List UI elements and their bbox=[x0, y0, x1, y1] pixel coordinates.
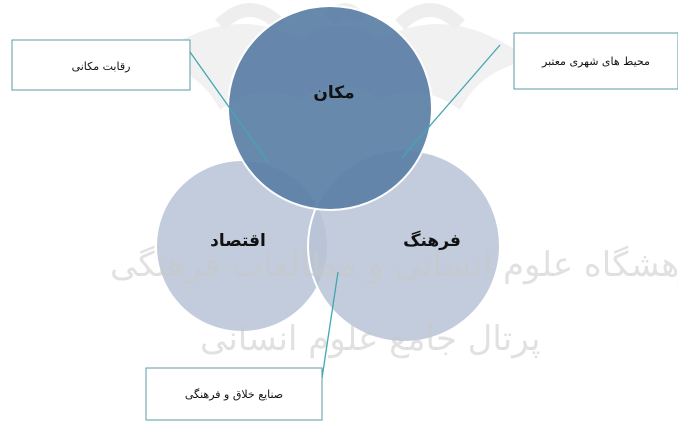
right-circle-label: فرهنگ bbox=[403, 230, 461, 251]
callout-box-top-right bbox=[513, 32, 678, 90]
watermark-line2: پرتال جامع علوم انسانی bbox=[200, 319, 540, 359]
connector-top-right bbox=[401, 44, 501, 159]
callout-top-right: محیط های شهری معتبر bbox=[541, 55, 650, 68]
callout-box-bottom bbox=[145, 367, 323, 421]
connector-top-left bbox=[189, 51, 269, 163]
left-circle-label: اقتصاد bbox=[210, 231, 266, 251]
callout-box-top-left bbox=[11, 39, 191, 91]
top-circle bbox=[227, 5, 433, 211]
top-circle-label: مکان bbox=[313, 83, 354, 103]
callout-top-left: رقابت مکانی bbox=[72, 60, 131, 73]
callout-bottom: صنایع خلاق و فرهنگی bbox=[185, 388, 283, 401]
connector-bottom bbox=[321, 271, 339, 379]
watermark-line1: پژوهشگاه علوم انسانی و مطالعات فرهنگی bbox=[110, 245, 678, 285]
